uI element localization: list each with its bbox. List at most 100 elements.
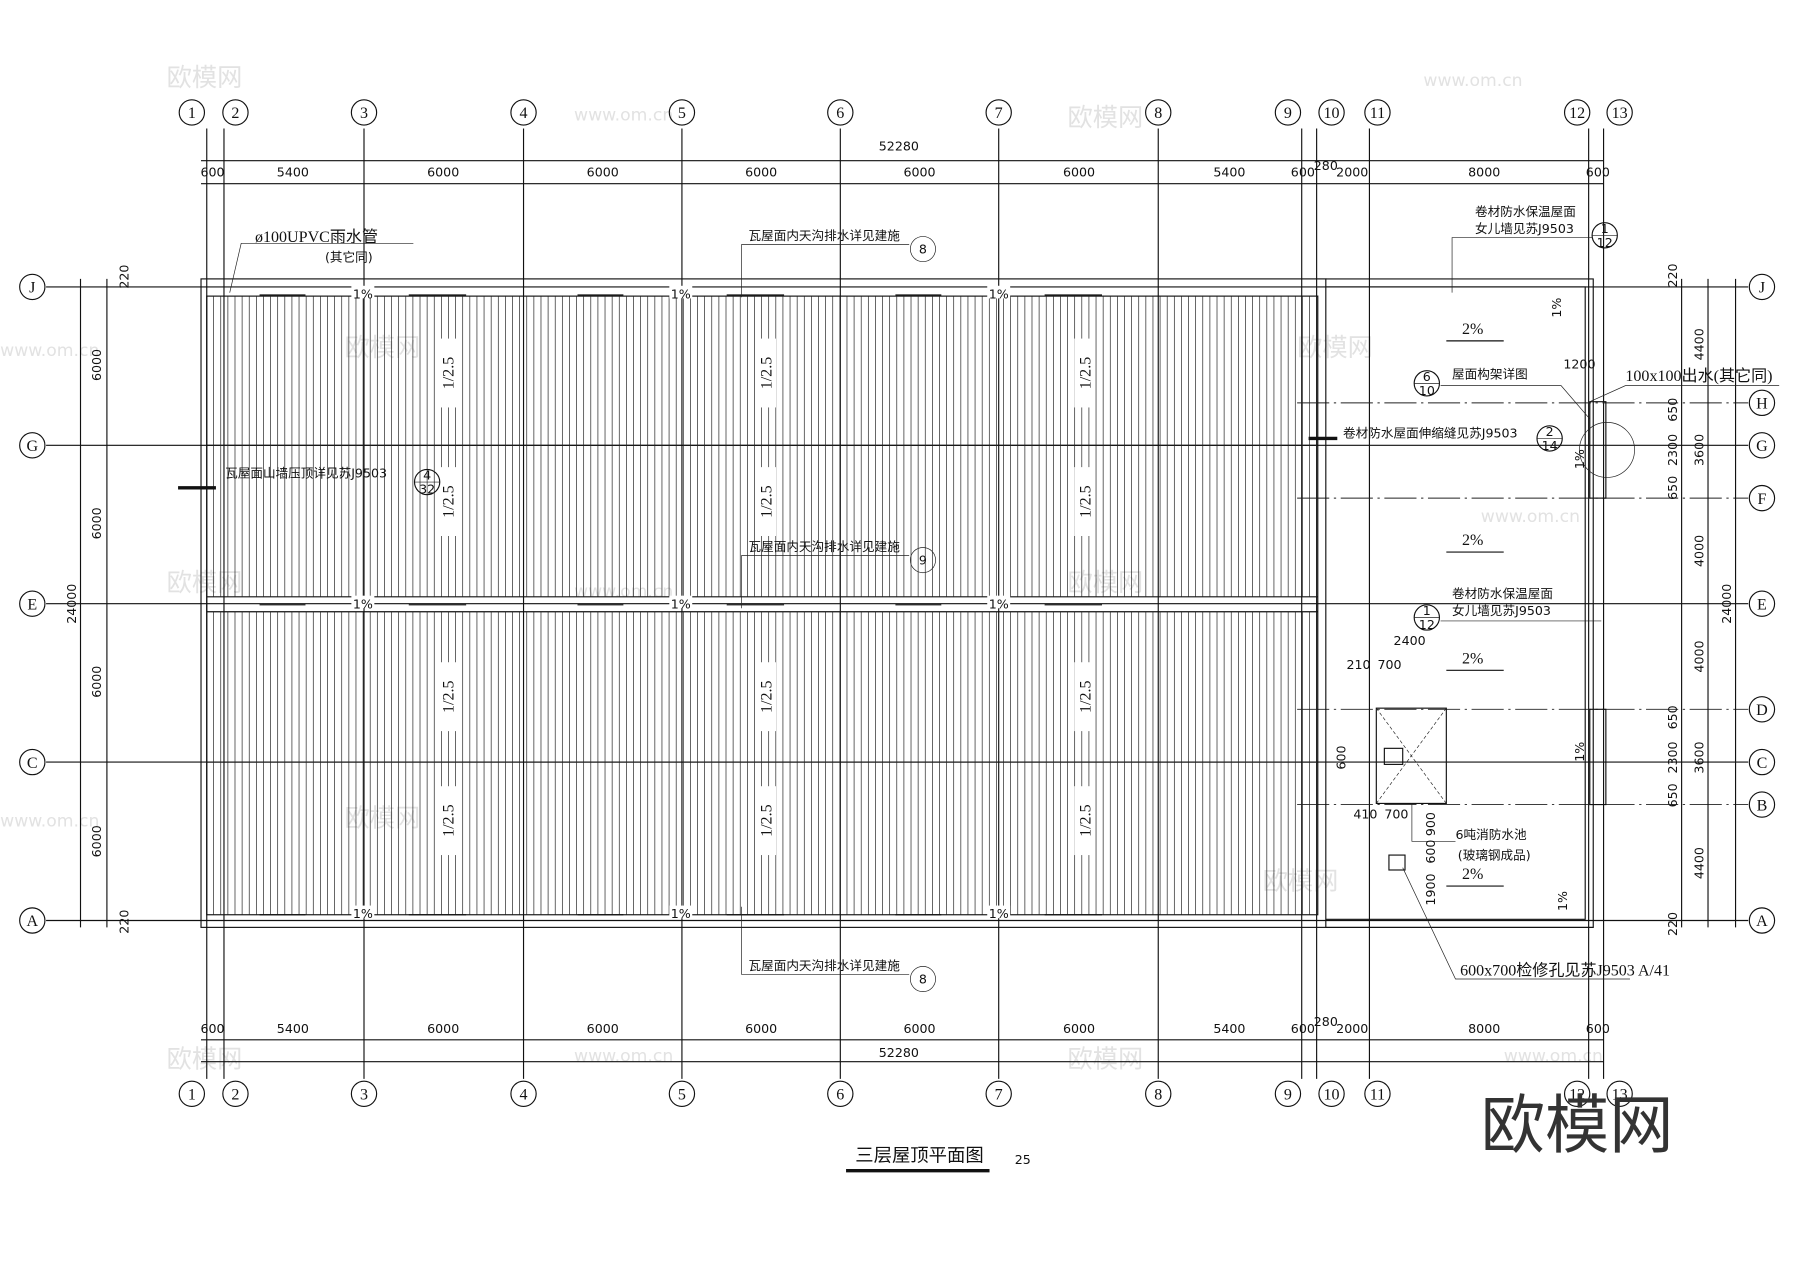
axis-bubble <box>222 1080 249 1108</box>
axis-bubble <box>1364 1080 1391 1108</box>
gutter-slope: 1% <box>989 286 1009 301</box>
label-bg <box>437 467 459 536</box>
watermark-text: 欧模网 <box>1068 103 1144 132</box>
axis-bubble <box>985 1080 1012 1108</box>
dimension-text: 3600 <box>1691 741 1706 773</box>
gutter-note: 瓦屋面内天沟排水详见建施 <box>748 228 900 243</box>
watermark-text: 欧模网 <box>344 333 420 362</box>
tank-note: 6吨消防水池 <box>1456 827 1527 842</box>
axis-label-col: 11 <box>1370 105 1385 122</box>
axis-label-row: C <box>1757 755 1768 772</box>
slope-label: 1/2.5 <box>1078 680 1095 713</box>
axis-label-row: H <box>1756 396 1768 413</box>
axis-label-col: 4 <box>520 105 528 122</box>
detail-ref-number: 8 <box>919 242 927 257</box>
axis-bubble <box>1748 389 1776 417</box>
axis-label-col: 9 <box>1284 105 1292 122</box>
label-bg <box>351 905 375 919</box>
tank-dim: 600 <box>1333 745 1348 769</box>
axis-bubble <box>1748 590 1776 617</box>
axis-label-row: G <box>1756 438 1768 455</box>
dimension-text: 220 <box>117 910 132 934</box>
dimension-text: 6000 <box>1063 1021 1095 1036</box>
axis-label-row: A <box>27 913 39 930</box>
axis-bubble <box>350 99 378 126</box>
dimension-text: 4000 <box>1691 535 1706 567</box>
gutter-note: 瓦屋面内天沟排水详见建施 <box>748 539 900 554</box>
label-bg <box>437 786 459 856</box>
watermark-text: 欧模网 <box>167 63 243 92</box>
dimension-text: 220 <box>117 265 132 289</box>
axis-label-col: 4 <box>520 1087 528 1104</box>
outlet-note: 100x100出水(其它同) <box>1625 367 1772 385</box>
tank-note-sub: (玻璃钢成品) <box>1458 848 1531 863</box>
axis-bubble <box>827 1080 854 1108</box>
watermark-url: www.om.cn <box>574 1047 673 1067</box>
dimension-text: 600 <box>200 165 224 180</box>
watermark-url: www.om.cn <box>574 106 673 126</box>
detail-ref-number: 9 <box>919 553 927 568</box>
leader-line <box>741 244 910 298</box>
watermark-text: 欧模网 <box>167 568 243 597</box>
axis-label-col: 3 <box>360 1087 368 1104</box>
axis-label-col: 11 <box>1370 1087 1385 1104</box>
dimension-text: 6000 <box>427 1021 459 1036</box>
slope-label: 1/2.5 <box>758 680 775 713</box>
axis-bubble <box>1563 99 1591 126</box>
axis-label-col: 8 <box>1154 105 1162 122</box>
axis-label-col: 1 <box>188 1087 196 1104</box>
label-bg <box>669 595 693 609</box>
gutter-slope: 1% <box>671 286 691 301</box>
dimension-text: 280 <box>1314 1014 1338 1029</box>
dimension-text: 600 <box>1291 165 1315 180</box>
axis-bubble <box>178 99 206 126</box>
slope-label: 1/2.5 <box>758 485 775 518</box>
detail-ref-sheet: 12 <box>1597 235 1613 250</box>
axis-label-col: 9 <box>1284 1087 1292 1104</box>
label-bg <box>755 467 777 536</box>
detail-ref-sheet: 32 <box>419 482 435 497</box>
label-bg <box>351 595 375 609</box>
dimension-text: 5400 <box>277 1021 309 1036</box>
leader-line <box>1451 237 1593 293</box>
watermark-text: 欧模网 <box>1297 333 1373 362</box>
dimension-text: 8000 <box>1468 165 1500 180</box>
axis-label-col: 1 <box>188 105 196 122</box>
dimension-text: 24000 <box>64 584 79 624</box>
label-bg <box>1074 467 1096 536</box>
axis-label-row: G <box>27 438 39 455</box>
axis-bubble <box>1318 1080 1345 1108</box>
detail-ref-number: 1 <box>1423 603 1431 618</box>
detail-ref-sheet: 14 <box>1542 438 1558 453</box>
gutter-note: 瓦屋面内天沟排水详见建施 <box>748 958 900 973</box>
hatch-opening <box>1388 854 1406 871</box>
dimension-text: 3600 <box>1691 434 1706 466</box>
label-bg <box>755 786 777 856</box>
label-bg <box>1074 662 1096 732</box>
label-bg <box>755 662 777 732</box>
tank-dim: 410 <box>1353 806 1377 821</box>
detail-ref-bubble <box>909 966 936 992</box>
axis-label-col: 10 <box>1324 105 1340 122</box>
axis-bubble <box>1748 273 1776 301</box>
axis-label-row: F <box>1757 491 1766 508</box>
leader-line <box>1411 803 1456 842</box>
expansion-note: 卷材防水屋面伸缩缝见苏J9503 <box>1343 425 1518 440</box>
dimension-text: 6000 <box>587 165 619 180</box>
axis-bubble <box>1606 1080 1633 1108</box>
frame-dim: 1200 <box>1563 356 1595 371</box>
hatch-opening <box>1383 747 1404 765</box>
gutter-slope: 1% <box>353 906 373 921</box>
axis-bubble <box>1748 791 1776 818</box>
axis-bubble <box>19 590 46 617</box>
watermark-url: www.om.cn <box>574 582 673 602</box>
watermarks: 欧模网欧模网欧模网欧模网欧模网欧模网欧模网欧模网欧模网欧模网www.om.cnw… <box>0 63 1603 1073</box>
axis-label-col: 10 <box>1324 1087 1340 1104</box>
dimension-text: 600 <box>1291 1021 1315 1036</box>
label-bg <box>351 285 375 299</box>
gutter-slope: 1% <box>671 596 691 611</box>
slope-label: 1/2.5 <box>441 804 458 837</box>
dimension-text: 600 <box>200 1021 224 1036</box>
dimension-text: 6000 <box>903 165 935 180</box>
detail-ref-sheet: 12 <box>1419 617 1435 632</box>
